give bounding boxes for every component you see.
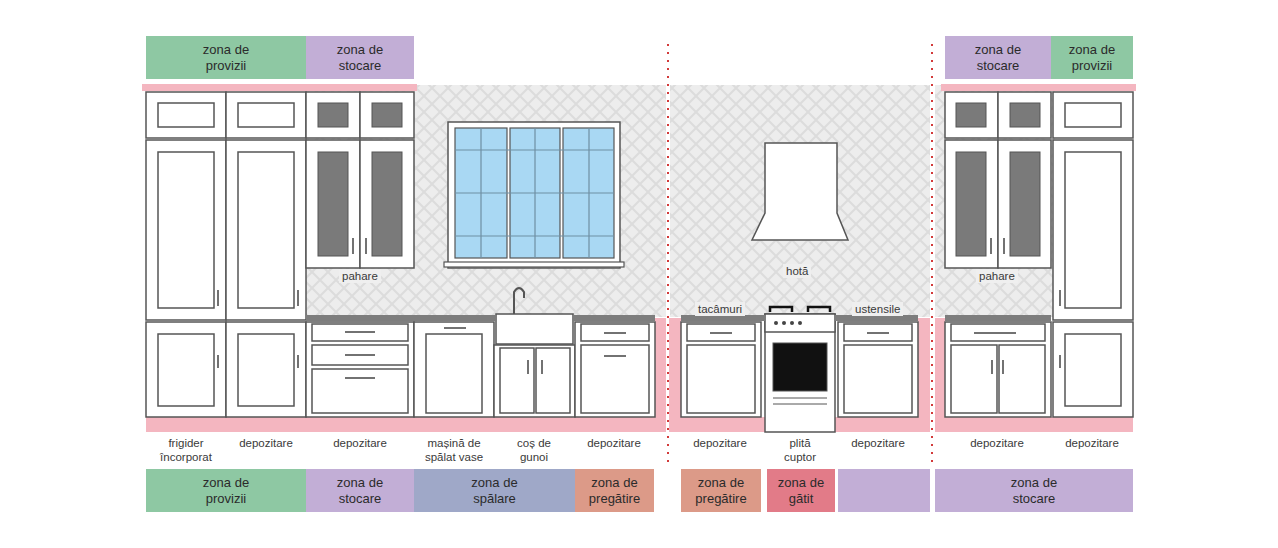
zone-band: zona de stocare: [935, 469, 1133, 512]
part-label: depozitare: [682, 436, 758, 450]
zone-band: zona de stocare: [306, 469, 414, 512]
part-label: mașină de spălat vase: [415, 436, 493, 464]
zone-label: zona de stocare: [320, 475, 400, 507]
part-label: frigider încorporat: [150, 436, 222, 464]
zone-label: zona de pregătire: [580, 475, 650, 507]
part-label: hotă: [783, 264, 811, 278]
zone-label: zona de stocare: [958, 42, 1038, 74]
zone-band: zona de provizii: [146, 36, 306, 79]
zone-band: zona de provizii: [146, 469, 306, 512]
part-label: ustensile: [852, 302, 903, 316]
part-label: tacâmuri: [695, 302, 745, 316]
part-label: depozitare: [576, 436, 652, 450]
zone-band: zona de pregătire: [681, 469, 761, 512]
part-label: coș de gunoi: [509, 436, 559, 464]
zone-label: zona de provizii: [186, 475, 266, 507]
zone-band: zona de pregătire: [575, 469, 654, 512]
zone-label: zona de provizii: [186, 42, 266, 74]
zone-band: zona de provizii: [1051, 36, 1133, 79]
zone-band: zona de stocare: [945, 36, 1051, 79]
zone-band: zona de stocare: [306, 36, 414, 79]
part-label: depozitare: [228, 436, 304, 450]
zone-label: zona de spălare: [455, 475, 535, 507]
zone-label: zona de stocare: [994, 475, 1074, 507]
part-label: plită cuptor: [778, 436, 822, 464]
part-label: pahare: [339, 269, 381, 283]
part-label: pahare: [976, 269, 1018, 283]
part-label: depozitare: [322, 436, 398, 450]
zone-label: zona de provizii: [1059, 42, 1125, 74]
zone-label: zona de gătit: [773, 475, 829, 507]
part-label: depozitare: [1054, 436, 1130, 450]
part-label: depozitare: [959, 436, 1035, 450]
zone-band: zona de gătit: [767, 469, 835, 512]
part-label: depozitare: [840, 436, 916, 450]
zone-label: zona de stocare: [320, 42, 400, 74]
zone-band: zona de spălare: [414, 469, 575, 512]
zone-label: zona de pregătire: [686, 475, 756, 507]
